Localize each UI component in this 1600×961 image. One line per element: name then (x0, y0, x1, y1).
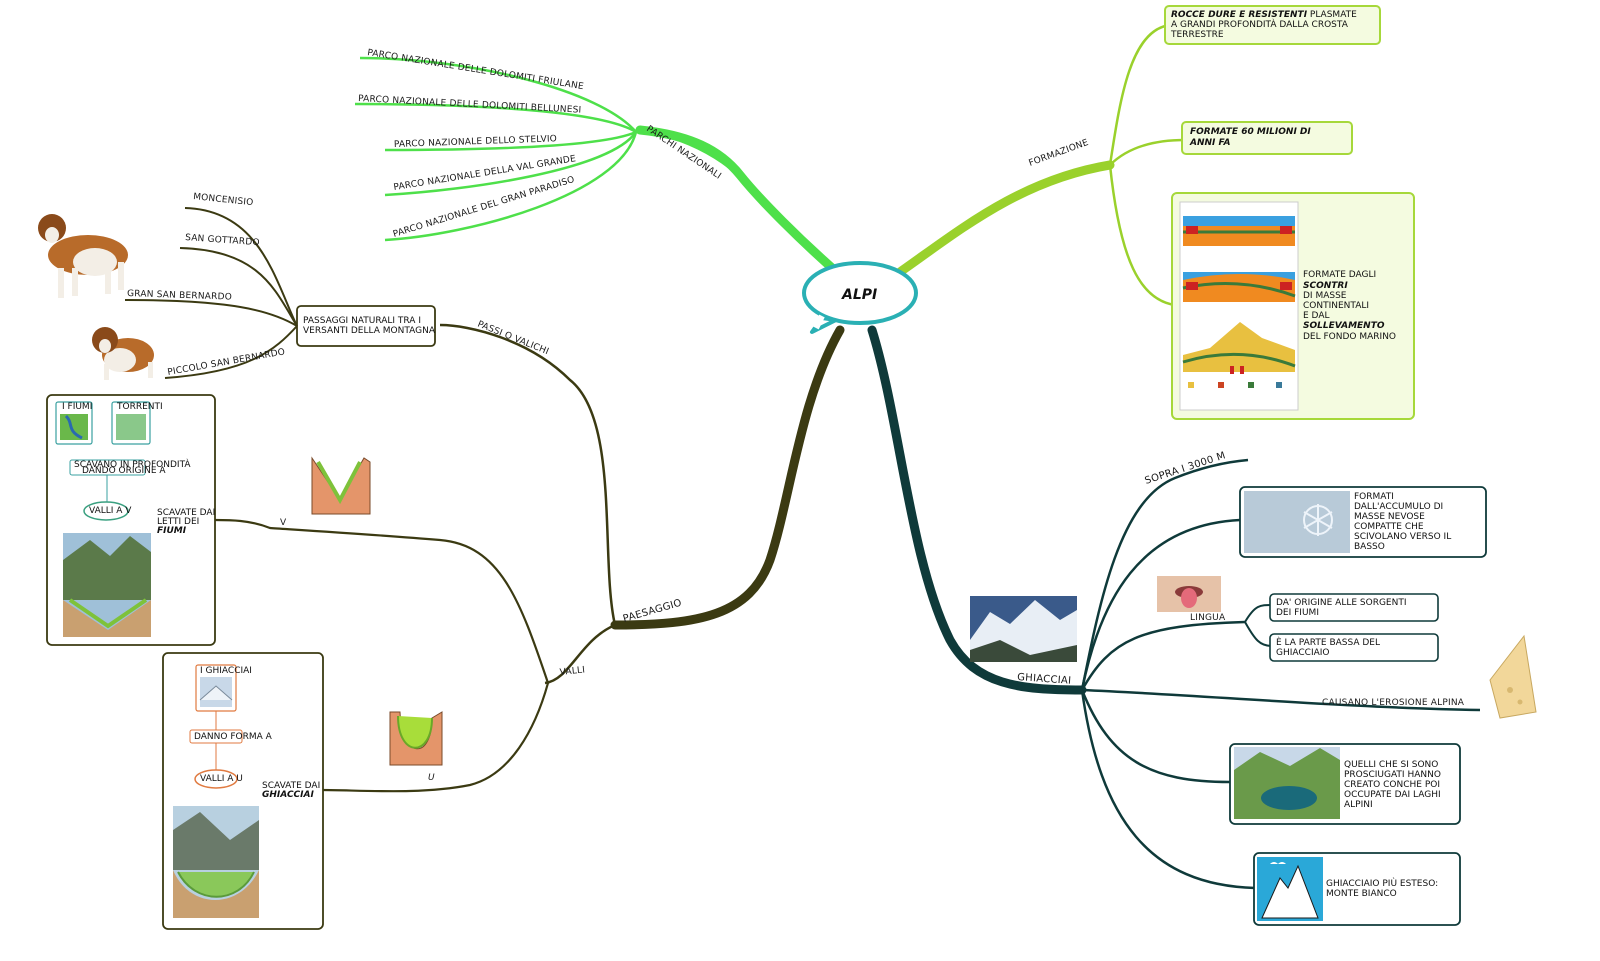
valle-v-label: V (280, 518, 287, 528)
ghiacciai-box-1-line: BASSO (1354, 542, 1385, 552)
lingua-label: LINGUA (1190, 613, 1226, 623)
branch-paesaggio: PAESAGGIO PASSI O VALICHI PASSAGGI NATUR… (38, 192, 840, 929)
passo-item: MONCENISIO (193, 192, 254, 208)
erosione-label: CAUSANO L'EROSIONE ALPINA (1322, 698, 1465, 708)
formazione-box-1-emph: ROCCE DURE E RESISTENTI (1171, 10, 1308, 20)
ghiacciai-box-3-line2: MONTE BIANCO (1326, 889, 1397, 899)
snowflake-photo (1244, 491, 1350, 553)
parco-item: PARCO NAZIONALE DELLE DOLOMITI FRIULANE (367, 48, 585, 92)
central-node: ALPI (804, 263, 916, 332)
passo-item: PICCOLO SAN BERNARDO (167, 347, 286, 378)
dog-image-1 (38, 214, 128, 298)
u-card-oval: VALLI A U (200, 774, 243, 784)
formazione-box-1-line2: A GRANDI PROFONDITÀ DALLA CROSTA (1171, 18, 1349, 30)
formazione-box-3-line: FORMATE DAGLI (1303, 270, 1376, 280)
ghiacciai-box-2-line: OCCUPATE DAI LAGHI (1344, 790, 1441, 800)
sopra-label: SOPRA I 3000 M (1144, 450, 1228, 487)
v-card-oval: VALLI A V (89, 506, 132, 516)
formazione-label: FORMAZIONE (1028, 138, 1091, 169)
passi-box-line2: VERSANTI DELLA MONTAGNA (303, 326, 436, 336)
formazione-box-3-line: SOLLEVAMENTO (1303, 321, 1385, 331)
v-note-line3: FIUMI (157, 526, 187, 536)
svg-text:ROCCE DURE E RESISTENTI PLASMA: ROCCE DURE E RESISTENTI PLASMATE (1171, 10, 1357, 20)
v-card-tag3b: DANDO ORIGINE A (82, 466, 166, 476)
dog-image-2 (92, 327, 154, 380)
branch-formazione: FORMAZIONE ROCCE DURE E RESISTENTI PLASM… (900, 6, 1414, 419)
ghiacciai-box-1-line: COMPATTE CHE (1354, 522, 1424, 532)
branch-parchi-nazionali: PARCHI NAZIONALI PARCO NAZIONALE DELLE D… (355, 48, 840, 275)
mountain-icon (1257, 857, 1323, 921)
u-valley-photo (173, 806, 259, 918)
lingua-box-2-line2: GHIACCIAIO (1276, 648, 1330, 658)
formazione-box-2-line2: ANNI FA (1189, 138, 1230, 148)
valle-u-label: U (428, 773, 435, 783)
glacier-photo (970, 596, 1077, 662)
ghiacciai-box-1-line: SCIVOLANO VERSO IL (1354, 532, 1451, 542)
v-card-tag1: I FIUMI (62, 402, 92, 412)
passi-box-line1: PASSAGGI NATURALI TRA I (303, 316, 421, 326)
v-valley-icon (312, 458, 370, 514)
formazione-box-3-line: DI MASSE (1303, 291, 1347, 301)
valli-label: VALLI (559, 665, 585, 678)
formazione-box-3-line: CONTINENTALI (1303, 301, 1369, 311)
central-label: ALPI (841, 287, 877, 303)
lingua-box-2-line1: È LA PARTE BASSA DEL (1276, 636, 1380, 648)
ghiacciai-box-1-line: DALL'ACCUMULO DI (1354, 502, 1443, 512)
ghiacciai-box-2-line: ALPINI (1344, 800, 1373, 810)
v-valley-photo (63, 533, 151, 637)
formazione-box-3-line: DEL FONDO MARINO (1303, 332, 1396, 342)
ghiacciai-box-2-line: QUELLI CHE SI SONO (1344, 760, 1438, 770)
ghiacciai-box-1-line: FORMATI (1354, 492, 1394, 502)
cheese-icon (1490, 636, 1536, 718)
ghiacciai-box-3-line1: GHIACCIAIO PIÙ ESTESO: (1326, 877, 1438, 889)
tongue-photo (1157, 576, 1221, 612)
lingua-box-1-line1: DA' ORIGINE ALLE SORGENTI (1276, 598, 1407, 608)
u-valley-icon (390, 712, 442, 765)
passi-label: PASSI O VALICHI (476, 320, 550, 358)
formazione-box-1-line3: TERRESTRE (1170, 30, 1224, 40)
ghiacciai-box-2-line: PROSCIUGATI HANNO (1344, 770, 1441, 780)
ghiacciai-box-1-line: MASSE NEVOSE (1354, 512, 1425, 522)
formazione-box-2-line1: FORMATE 60 MILIONI DI (1190, 127, 1311, 137)
parco-item: PARCO NAZIONALE DELLE DOLOMITI BELLUNESI (358, 94, 582, 116)
formazione-box-1-rest: PLASMATE (1307, 10, 1357, 20)
ghiacciai-box-2-line: CREATO CONCHE POI (1344, 780, 1440, 790)
u-note-line2: GHIACCIAI (262, 790, 314, 800)
u-card-tag2: DANNO FORMA A (194, 732, 273, 742)
u-card-tag1: I GHIACCIAI (200, 666, 252, 676)
lingua-box-1-line2: DEI FIUMI (1276, 608, 1319, 618)
formazione-box-3-line: E DAL (1303, 311, 1330, 321)
lake-photo (1234, 747, 1340, 819)
formazione-box-3-line: SCONTRI (1303, 281, 1348, 291)
tectonic-diagram-image (1180, 202, 1298, 410)
v-card-tag2: TORRENTI (116, 402, 163, 412)
